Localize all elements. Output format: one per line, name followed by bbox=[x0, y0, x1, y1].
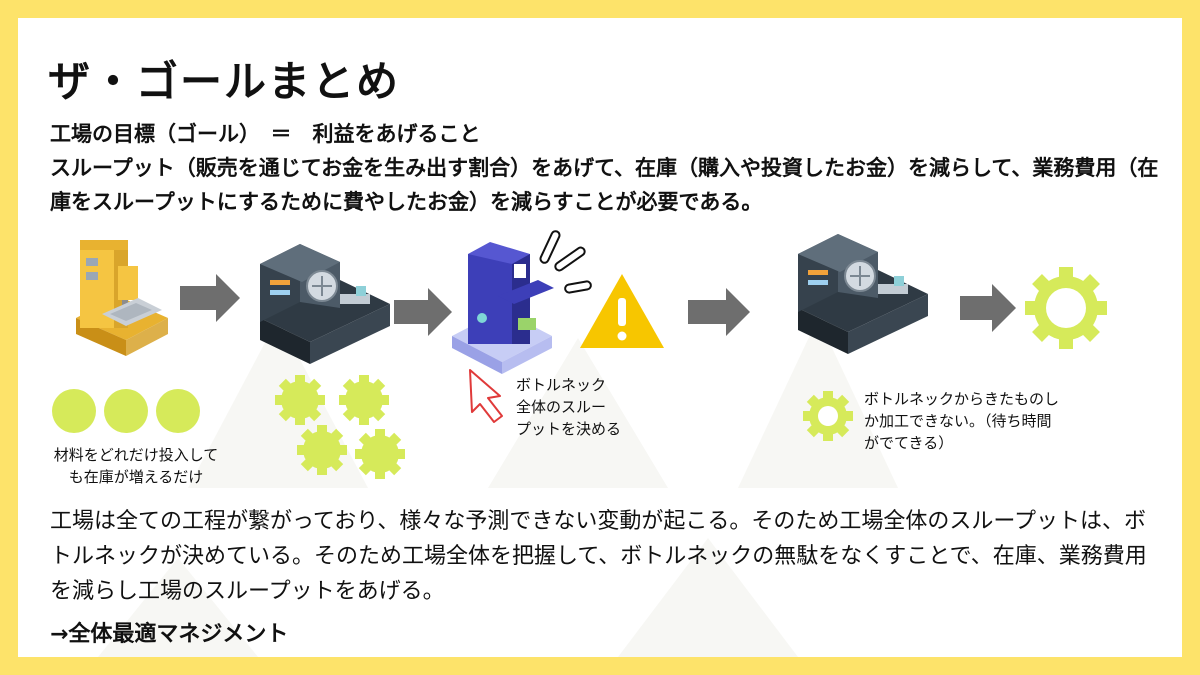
summary-paragraph: 工場は全ての工程が繋がっており、様々な予測できない変動が起こる。そのため工場全体… bbox=[50, 509, 1147, 604]
bottleneck-caption: ボトルネック 全体のスルー プットを決める bbox=[516, 376, 622, 438]
pointer-arrow-icon bbox=[469, 369, 503, 423]
inventory-caption: 材料をどれだけ投入して も在庫が増えるだけ bbox=[53, 446, 219, 486]
warning-icon bbox=[580, 274, 664, 348]
flow-arrow-4 bbox=[960, 284, 1016, 332]
output-gear-icon bbox=[1025, 267, 1107, 349]
downstream-gear-icon bbox=[803, 391, 853, 441]
inventory-circles bbox=[52, 389, 200, 433]
flow-arrow-1 bbox=[180, 274, 240, 322]
conclusion-line: →全体最適マネジメント bbox=[50, 622, 289, 647]
bottleneck-machine-icon bbox=[452, 242, 554, 374]
intro-paragraph: スループット（販売を通じてお金を生み出す割合）をあげて、在庫（購入や投資したお金… bbox=[50, 156, 1159, 214]
goal-statement: 工場の目標（ゴール） ＝ 利益をあげること bbox=[50, 122, 481, 146]
flow-arrow-2 bbox=[394, 288, 452, 336]
slide-card: ザ・ゴールまとめ 工場の目標（ゴール） ＝ 利益をあげること スループット（販売… bbox=[18, 18, 1182, 657]
motion-lines-icon bbox=[539, 230, 592, 294]
wip-gears-icon bbox=[275, 375, 405, 479]
process-diagram bbox=[52, 230, 1107, 479]
downstream-caption: ボトルネックからきたものし か加工できない。（待ち時間 がでてきる） bbox=[864, 390, 1060, 452]
lathe-machine-icon-2 bbox=[798, 234, 928, 354]
flow-arrow-3 bbox=[688, 288, 750, 336]
lathe-machine-icon-1 bbox=[260, 244, 390, 364]
drill-machine-icon bbox=[76, 240, 168, 356]
page-title: ザ・ゴールまとめ bbox=[48, 57, 401, 106]
